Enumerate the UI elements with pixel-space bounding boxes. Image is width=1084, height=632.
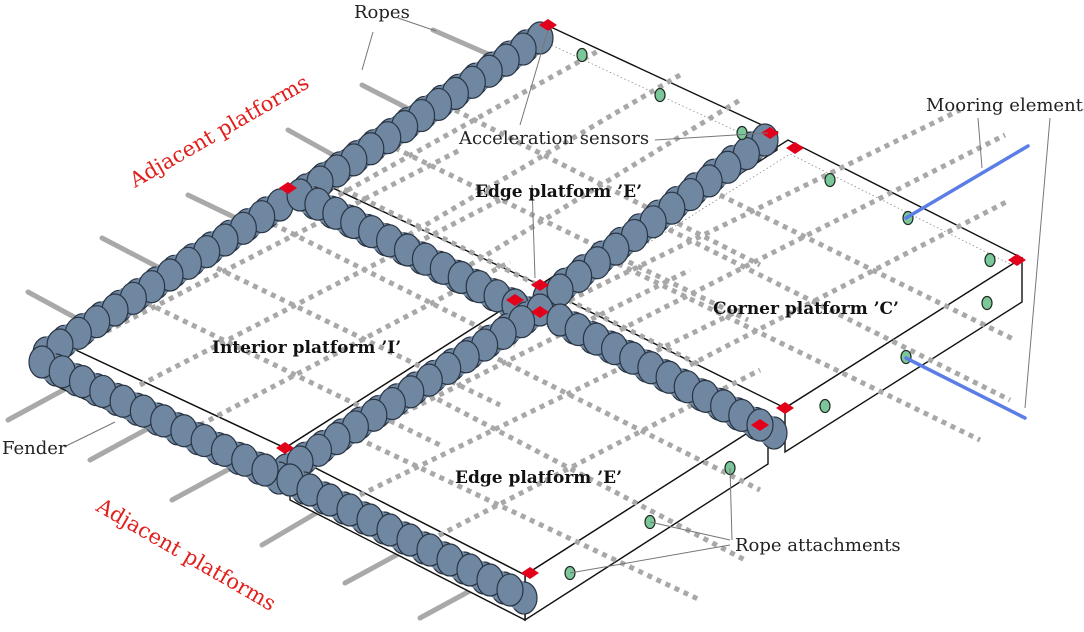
adjacent-platforms-top-label: Adjacent platforms	[125, 70, 313, 193]
acceleration-sensor	[761, 127, 779, 139]
acceleration-sensor	[786, 142, 804, 154]
fenders	[28, 21, 788, 615]
acceleration-sensor	[539, 19, 557, 31]
acceleration-sensor	[521, 567, 539, 579]
frame-line	[333, 182, 702, 368]
edge-platform-bottom-label: Edge platform ’E’	[455, 468, 622, 488]
rope-attachment	[654, 87, 666, 103]
acceleration-sensor	[776, 402, 794, 414]
frame-line	[398, 72, 682, 243]
adjacent-platforms-bottom-label: Adjacent platforms	[92, 493, 280, 616]
frame-line	[338, 427, 702, 603]
rope-attachment	[576, 47, 588, 63]
frame-line	[78, 147, 462, 348]
acceleration-sensor	[279, 182, 297, 194]
acceleration-sensor	[531, 279, 549, 291]
rope-attachment	[981, 295, 993, 311]
frame-line	[358, 307, 742, 498]
frame-line	[453, 107, 762, 268]
acceleration-sensor	[276, 442, 294, 454]
ropes-label: Ropes	[354, 2, 410, 23]
rope-attachment	[984, 252, 996, 268]
frame-line	[568, 107, 962, 303]
frame-line	[328, 47, 602, 203]
rope-attachment	[736, 125, 748, 141]
corner-platform-label: Corner platform ’C’	[713, 299, 899, 319]
frame-line	[138, 197, 502, 388]
mooring-elements	[904, 144, 1030, 420]
mooring-elements-label: Mooring elements	[926, 95, 1084, 116]
internal-frame-lines	[78, 47, 1017, 603]
acceleration-sensor	[1008, 254, 1026, 266]
fender-row-bottom-corner	[746, 408, 788, 450]
acceleration-sensor	[531, 306, 549, 318]
frame-line	[718, 192, 1017, 343]
fender-cap	[251, 453, 279, 487]
frame-line	[188, 252, 502, 408]
frame-line	[468, 97, 742, 268]
fender-label: Fender	[2, 438, 67, 459]
frame-line	[478, 347, 762, 493]
frame-line	[598, 252, 982, 443]
edge-platform-top-label: Edge platform ’E’	[475, 182, 642, 202]
rope-attachment	[824, 172, 836, 188]
acceleration-sensors-label: Acceleration sensors	[458, 128, 649, 149]
leader-lines	[63, 17, 1051, 574]
rope-attachment	[819, 398, 831, 414]
frame-line	[688, 197, 1012, 368]
acceleration-sensors	[276, 19, 1026, 579]
fender-row-edge-bottom	[496, 573, 538, 615]
interior-platform-label: Interior platform ’I’	[212, 338, 401, 358]
frame-line	[428, 367, 762, 543]
acceleration-sensor	[506, 294, 524, 306]
frame-line	[253, 212, 517, 348]
acceleration-sensor	[751, 419, 769, 431]
rope-attachments-label: Rope attachments	[735, 535, 901, 556]
fender-cap	[496, 573, 524, 607]
frame-line	[418, 387, 747, 563]
